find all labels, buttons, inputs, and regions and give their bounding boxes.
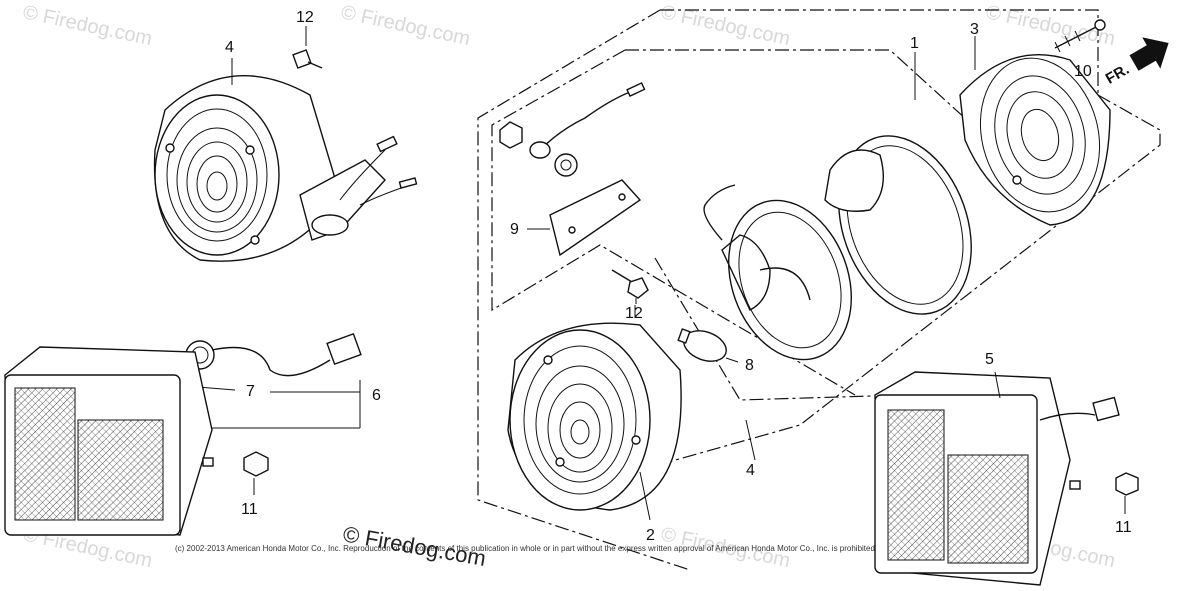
callout-10: 10: [1074, 63, 1092, 80]
callout-5: 5: [985, 351, 994, 368]
callout-9: 9: [510, 221, 519, 238]
watermark: © Firedog.com: [21, 1, 154, 50]
part-1-reflector-housing: [703, 135, 972, 361]
callout-4-bottom: 4: [746, 462, 755, 479]
part-10-screw: [1054, 19, 1106, 53]
part-4-headlight-assembly: [153, 75, 418, 262]
part-5-rectangular-light: [874, 371, 1120, 586]
copyright-notice: (c) 2002-2013 American Honda Motor Co., …: [175, 544, 875, 553]
watermark: © Firedog.com: [339, 1, 472, 50]
callout-6: 6: [372, 387, 381, 404]
footer-watermark: © Firedog.com: [341, 521, 488, 571]
callout-12-mid: 12: [625, 305, 643, 322]
part-11-nut-left: [243, 451, 269, 495]
callout-1: 1: [910, 35, 919, 52]
callout-lines-6-7: [184, 380, 361, 429]
callout-labels: 12 4 1 3 10 9 12 8 5 7 6 4 11 11 2: [225, 9, 1132, 544]
callout-7: 7: [246, 383, 255, 400]
callout-3: 3: [970, 21, 979, 38]
part-8-bulb: [677, 328, 739, 363]
part-11-nut-right: [1115, 472, 1139, 514]
watermark: © Firedog.com: [659, 1, 792, 50]
part-2-lens: [507, 322, 682, 521]
assembly-outlines: [477, 9, 1161, 571]
part-12-screw-mid: [611, 269, 649, 304]
part-3-lens: [959, 36, 1111, 226]
left-rectangular-light: [4, 346, 214, 536]
small-hardware: [499, 82, 646, 177]
callout-8: 8: [745, 357, 754, 374]
callout-11-right: 11: [1115, 519, 1132, 536]
callout-2: 2: [646, 527, 655, 544]
leader-lines: [231, 52, 916, 461]
fr-label: FR.: [1103, 61, 1132, 88]
part-12-screw-top: [292, 26, 323, 69]
callout-11-left: 11: [241, 501, 258, 518]
callout-12-top: 12: [296, 9, 314, 26]
part-9-plate: [527, 179, 642, 257]
callout-4-top: 4: [225, 39, 234, 56]
